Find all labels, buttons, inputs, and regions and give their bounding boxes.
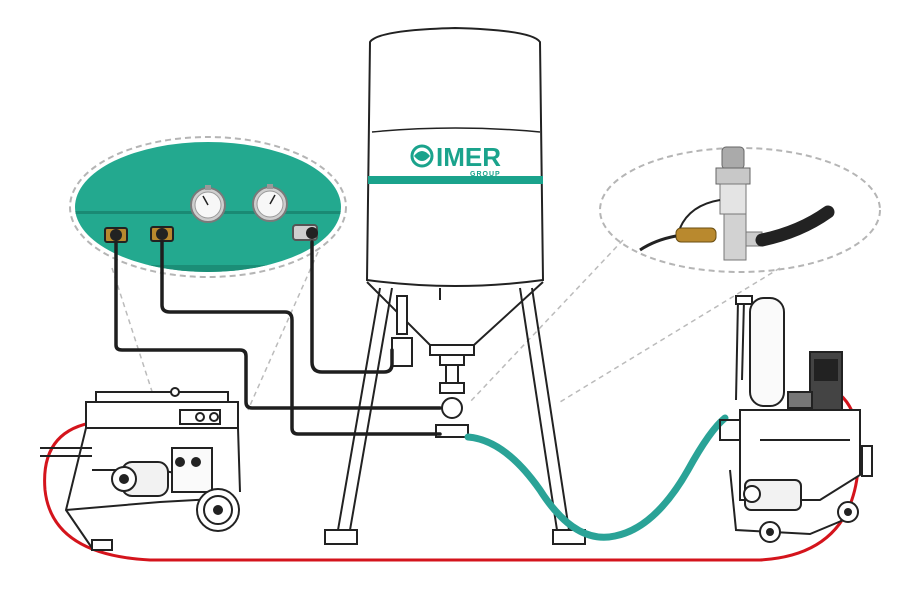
wheel-icon <box>837 501 859 523</box>
imer-logo: IMER GROUP <box>410 142 501 178</box>
air-coupling-icon <box>150 226 174 242</box>
wheel-icon <box>759 521 781 543</box>
silo-band <box>368 176 543 184</box>
svg-text:IMER: IMER <box>436 142 501 172</box>
mixing-pump <box>719 295 873 543</box>
panel-callout <box>69 136 347 411</box>
pressure-gauge-icon <box>190 185 226 223</box>
wheel-icon <box>196 488 240 532</box>
pressure-gauge-icon <box>252 184 288 222</box>
air-compressor <box>40 387 241 551</box>
valve-icon <box>675 146 763 261</box>
air-coupling-icon <box>104 227 128 243</box>
valve-callout <box>469 146 881 403</box>
air-hoses <box>114 240 442 436</box>
air-coupling-icon <box>292 224 318 241</box>
silo-foot-left <box>324 529 358 545</box>
svg-text:GROUP: GROUP <box>470 171 501 178</box>
material-hose <box>464 414 729 541</box>
silo: IMER GROUP <box>324 26 586 545</box>
